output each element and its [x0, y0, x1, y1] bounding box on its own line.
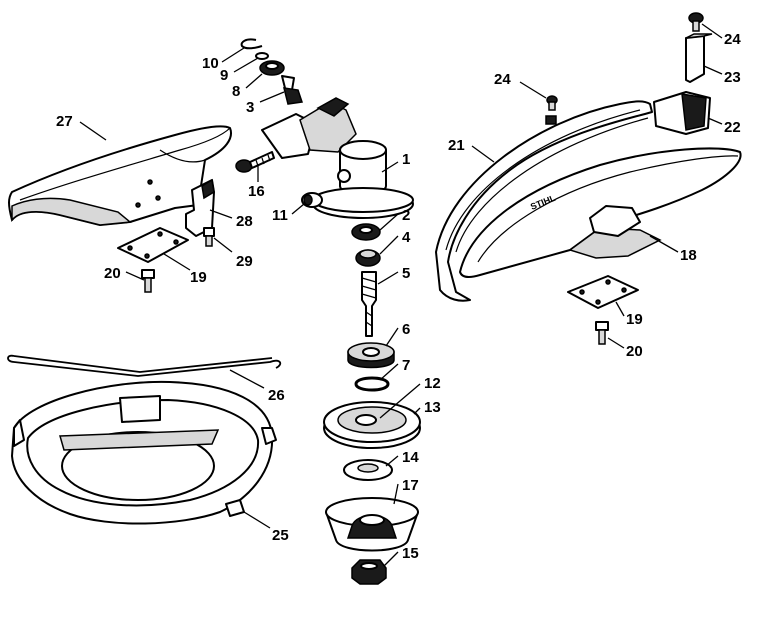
bearing-8: [259, 60, 285, 76]
callout-14: 14: [402, 449, 419, 466]
guard-skirt-21: [435, 100, 653, 302]
gear-housing-1: [261, 97, 414, 219]
mounting-plate-19-left: [117, 227, 189, 263]
washer-14: [343, 459, 393, 481]
callout-11: 11: [272, 207, 288, 224]
plug-11: [301, 192, 323, 208]
callout-numbers: 10 9 8 3 1 2 4 5 6 7 12 13 14 17 15 16 1…: [56, 31, 741, 562]
callout-3: 3: [246, 99, 254, 116]
mounting-plate-19-right: [567, 275, 639, 309]
screw-24-top: [688, 12, 704, 32]
callout-20-right: 20: [626, 343, 643, 360]
callout-9: 9: [220, 67, 228, 84]
callout-4: 4: [402, 229, 411, 246]
screw-20-right: [595, 321, 609, 345]
screw-20-left: [141, 269, 155, 293]
cup-17: [325, 497, 419, 552]
callout-28: 28: [236, 213, 253, 230]
washer-9: [255, 52, 269, 60]
circlip-10: [240, 38, 263, 50]
callout-1: 1: [402, 151, 410, 168]
callout-21: 21: [448, 137, 465, 154]
screw-16: [235, 151, 275, 173]
bracket-28: [185, 178, 215, 237]
callout-26: 26: [268, 387, 285, 404]
callout-25: 25: [272, 527, 289, 544]
nut-15: [351, 559, 387, 585]
callout-7: 7: [402, 357, 410, 374]
spindle-shaft-5: [361, 271, 377, 337]
callout-6: 6: [402, 321, 410, 338]
callout-18: 18: [680, 247, 697, 264]
wire-spring-26: [7, 354, 282, 377]
cutter-guard-18: STIHL: [459, 147, 742, 278]
deflector-guard-27: [8, 125, 232, 226]
callout-12: 12: [424, 375, 441, 392]
screw-29: [203, 227, 215, 247]
callout-15: 15: [402, 545, 419, 562]
callout-2: 2: [402, 207, 410, 224]
bevel-gear-3: [281, 75, 303, 105]
callout-5: 5: [402, 265, 410, 282]
callout-24-guard: 24: [494, 71, 511, 88]
leader-lines: [79, 23, 723, 567]
callout-17: 17: [402, 477, 419, 494]
callout-22: 22: [724, 119, 741, 136]
bracket-22: [653, 91, 711, 135]
bearing-2: [351, 223, 381, 241]
guard-ring-25: [11, 380, 277, 525]
callout-13: 13: [424, 399, 441, 416]
thrust-plate-13: [323, 401, 421, 449]
callout-16: 16: [248, 183, 265, 200]
callout-20-left: 20: [104, 265, 121, 282]
gear-4: [355, 249, 381, 267]
callout-23: 23: [724, 69, 741, 86]
callout-19-left: 19: [190, 269, 207, 286]
bearing-6: [347, 342, 395, 369]
callout-10: 10: [202, 55, 219, 72]
callout-19-right: 19: [626, 311, 643, 328]
callout-27: 27: [56, 113, 73, 130]
callout-8: 8: [232, 83, 240, 100]
callout-24-top: 24: [724, 31, 741, 48]
circlip-7: [354, 376, 390, 392]
screw-24-guard: [546, 95, 558, 111]
callout-29: 29: [236, 253, 253, 270]
bracket-23: [685, 33, 713, 83]
